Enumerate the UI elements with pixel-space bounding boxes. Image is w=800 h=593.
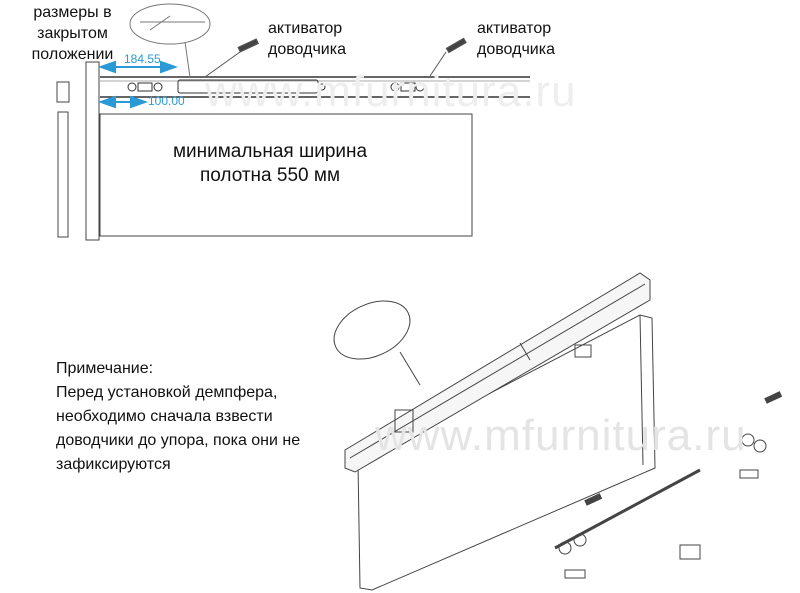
dimension-lower: 100.00 xyxy=(148,94,185,108)
min-width-line-2: полотна 550 мм xyxy=(199,165,341,186)
min-width-line-1: минимальная ширина xyxy=(172,141,368,162)
dimension-upper: 184.55 xyxy=(124,52,161,66)
dimension-arrows xyxy=(98,60,178,109)
activator-pointers xyxy=(204,37,467,78)
detail-callout xyxy=(129,3,211,78)
side-profile xyxy=(56,61,100,241)
note-line-4: доводчики до упора, пока они не xyxy=(56,432,301,449)
isometric-assembly xyxy=(333,272,783,591)
activator-2-line-2: доводчика xyxy=(477,41,555,58)
watermark-bottom: www.mfurnitura.ru xyxy=(375,411,747,460)
activator-label-1: активатор доводчика xyxy=(268,18,346,60)
watermark-top: www.mfurnitura.ru xyxy=(205,67,577,116)
closed-position-line-3: положении xyxy=(31,46,114,63)
activator-label-2: активатор доводчика xyxy=(477,18,555,60)
note-line-5: зафиксируются xyxy=(56,456,171,473)
rail-iso xyxy=(344,272,651,473)
top-rail xyxy=(100,76,530,98)
closed-position-label: размеры в закрытом положении xyxy=(25,2,120,65)
note-text: Примечание: Перед установкой демпфера, н… xyxy=(56,357,300,477)
closed-position-line-1: размеры в xyxy=(33,4,112,21)
min-width-label: минимальная ширина полотна 550 мм xyxy=(140,140,400,188)
note-line-2: Перед установкой демпфера, xyxy=(56,384,278,401)
note-line-1: Примечание: xyxy=(56,360,154,377)
note-line-3: необходимо сначала взвести xyxy=(56,408,273,425)
activator-1-line-1: активатор xyxy=(268,20,343,37)
activator-2-line-1: активатор xyxy=(477,20,552,37)
activator-1-line-2: доводчика xyxy=(268,41,346,58)
door-panel-front xyxy=(99,113,473,237)
closed-position-line-2: закрытом xyxy=(37,25,108,42)
